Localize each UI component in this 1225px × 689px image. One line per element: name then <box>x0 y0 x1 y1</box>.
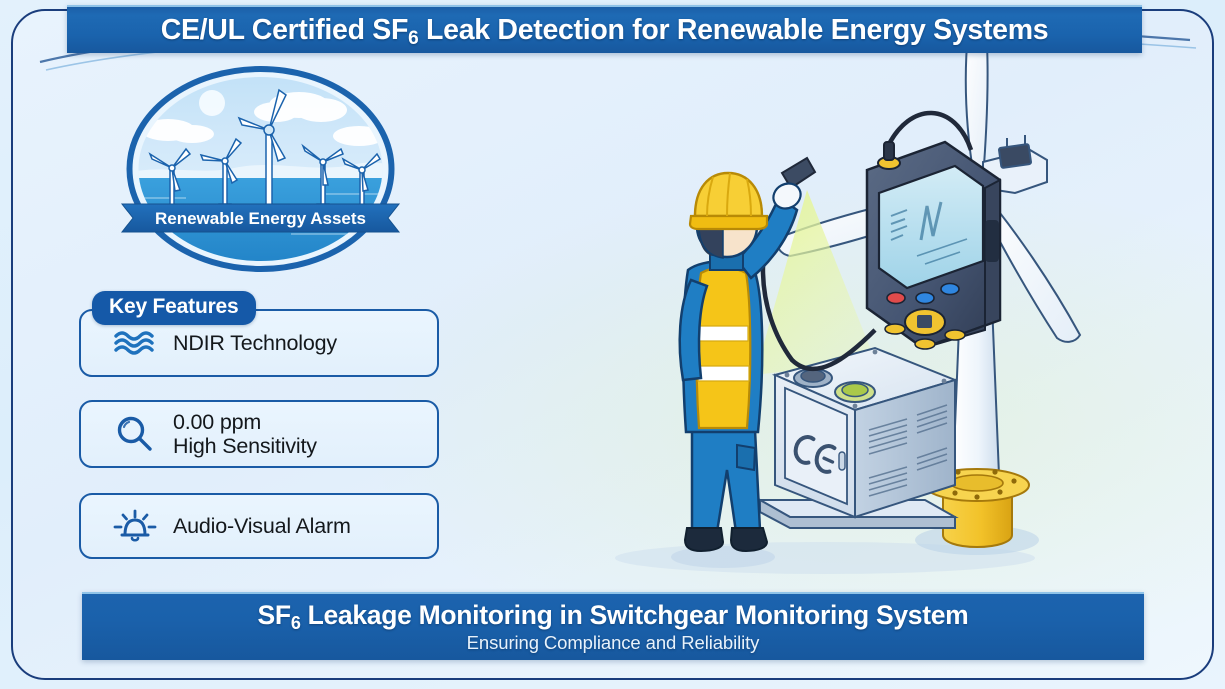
feature-card-ndir[interactable]: NDIR Technology <box>79 309 439 377</box>
poster-title-banner: CE/UL Certified SF6 Leak Detection for R… <box>67 5 1142 53</box>
badge-ribbon: Renewable Energy Assets <box>120 203 401 233</box>
magnifier-icon <box>103 414 167 454</box>
poster-footer-banner: SF6 Leakage Monitoring in Switchgear Mon… <box>82 592 1144 660</box>
technician <box>671 171 802 568</box>
feature-label-alarm: Audio-Visual Alarm <box>173 513 351 538</box>
detection-beam <box>755 190 875 375</box>
footer-headline: SF6 Leakage Monitoring in Switchgear Mon… <box>257 600 969 633</box>
alarm-bell-icon <box>103 506 167 546</box>
feature-card-sensitivity[interactable]: 0.00 ppm High Sensitivity <box>79 400 439 468</box>
cabinet-vents <box>868 404 948 497</box>
badge-ribbon-label: Renewable Energy Assets <box>155 209 366 228</box>
page-title: CE/UL Certified SF6 Leak Detection for R… <box>160 13 1049 49</box>
badge-scene <box>138 77 383 261</box>
renewable-energy-badge: Renewable Energy Assets <box>120 66 401 272</box>
feature-label-sensitivity: 0.00 ppm High Sensitivity <box>167 410 317 458</box>
scene-illustration <box>615 30 1082 574</box>
switchgear-cabinet <box>756 346 959 529</box>
waves-icon <box>103 328 167 358</box>
handheld-detector <box>790 110 1002 372</box>
feature-subtitle-sensitivity: High Sensitivity <box>173 434 317 458</box>
ce-mark <box>793 435 837 474</box>
feature-value-ppm: 0.00 ppm <box>173 409 262 434</box>
feature-label-ndir: NDIR Technology <box>173 330 337 355</box>
footer-subheadline: Ensuring Compliance and Reliability <box>466 632 760 653</box>
turbine-base <box>915 468 1039 555</box>
feature-card-alarm[interactable]: Audio-Visual Alarm <box>79 493 439 559</box>
key-features-label: Key Features <box>92 291 256 325</box>
